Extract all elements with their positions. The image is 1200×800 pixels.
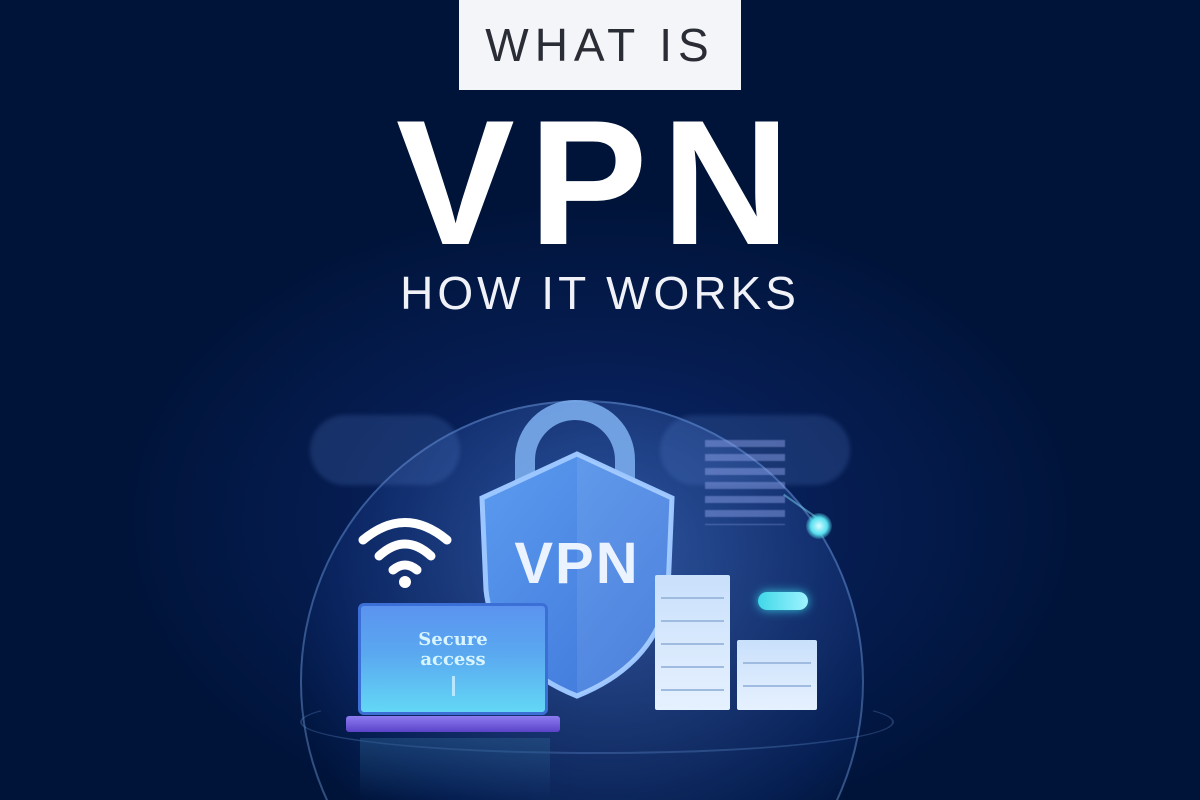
laptop-reflection: [360, 738, 550, 798]
server-icon: [737, 640, 817, 710]
text-cursor: [452, 676, 455, 696]
shield-label: VPN: [514, 531, 640, 596]
data-grid-graphic: [705, 440, 785, 525]
laptop-base: [346, 716, 560, 732]
laptop-screen-text: Secure access: [361, 630, 545, 670]
glow-node-icon: [806, 513, 832, 539]
server-icon: [655, 575, 730, 710]
laptop-text-line1: Secure: [418, 629, 488, 650]
wifi-icon: [358, 518, 452, 588]
kicker-text: WHAT IS: [485, 19, 715, 71]
world-map-shape: [310, 415, 460, 485]
laptop-icon: Secure access: [358, 603, 548, 715]
page-title: VPN: [396, 83, 804, 282]
world-map-shape: [660, 415, 850, 485]
orbit-ring: [300, 690, 894, 754]
toggle-icon: [758, 592, 808, 610]
laptop-text-line2: access: [420, 649, 486, 670]
kicker-box: WHAT IS: [459, 0, 741, 90]
page-subtitle: HOW IT WORKS: [400, 267, 800, 319]
